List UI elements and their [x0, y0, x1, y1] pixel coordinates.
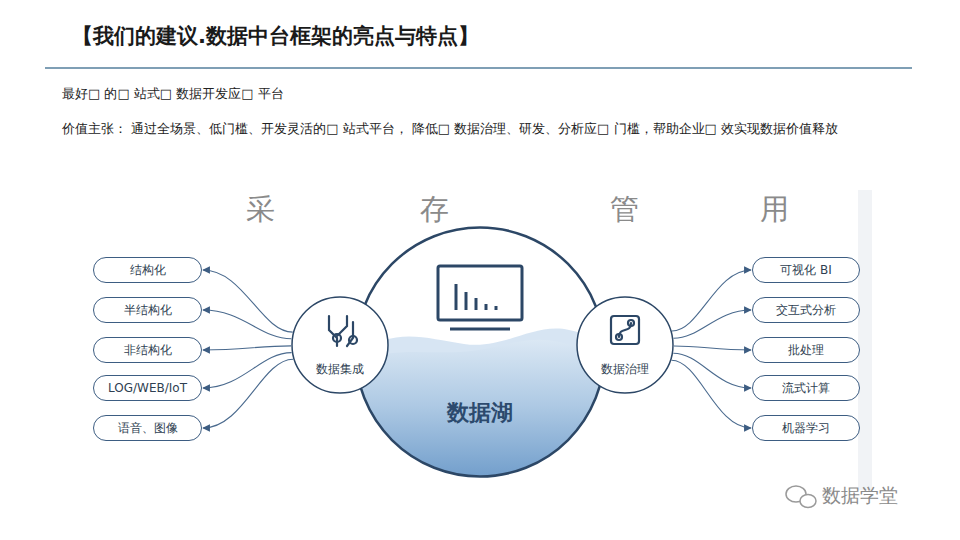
connector — [203, 359, 293, 428]
icon-dot — [333, 334, 341, 342]
bar — [455, 284, 458, 310]
node-text: 数据集成 — [316, 361, 364, 378]
value-text: 价值主张： 通过全场景、低门槛、开发灵活的□ 站式平台， 降低□ 数据治理、研发… — [62, 119, 862, 138]
circle-border — [356, 228, 605, 477]
connector — [674, 346, 751, 350]
circle-border — [577, 297, 673, 393]
connector — [674, 310, 752, 338]
icon-dot — [349, 336, 357, 344]
icon-dot — [628, 320, 634, 326]
circle-border — [292, 297, 388, 393]
bar — [485, 304, 488, 310]
stage-heading: 用 — [760, 190, 789, 230]
node-text: 半结构化 — [124, 302, 172, 319]
subtitle: 最好□ 的□ 站式□ 数据开发应□ 平台 — [62, 85, 284, 103]
bar — [465, 292, 468, 310]
title: 【我们的建议.数据中台框架的亮点与特点】 — [72, 22, 479, 50]
circle-icon — [611, 316, 639, 344]
usage-box: 机器学习 — [752, 415, 860, 441]
data-lake-circle: 数据湖 — [354, 226, 606, 478]
node-text: 批处理 — [788, 342, 824, 359]
governance-circle: 数据治理 — [576, 296, 674, 394]
water — [354, 329, 606, 478]
header-rule — [45, 67, 912, 69]
icon-frame — [611, 316, 639, 344]
connector — [672, 360, 752, 428]
monitor-icon — [438, 266, 522, 329]
stage-heading: 采 — [246, 190, 275, 230]
node-text: 非结构化 — [124, 342, 172, 359]
node-text: 数据湖 — [447, 398, 513, 428]
wave — [354, 340, 606, 478]
node-text: 机器学习 — [782, 420, 830, 437]
connector — [203, 310, 291, 339]
node-text: 可视化 BI — [780, 262, 832, 279]
integration-circle: 数据集成 — [291, 296, 389, 394]
usage-box: 批处理 — [752, 337, 860, 363]
side-shade — [858, 190, 872, 490]
circle-icon — [329, 316, 357, 346]
node-text: 交互式分析 — [776, 302, 836, 319]
node-text: LOG/WEB/IoT — [108, 381, 187, 395]
monitor-frame — [438, 266, 522, 320]
wechat-icon — [786, 486, 816, 508]
connector — [203, 353, 292, 388]
node-text: 结构化 — [130, 262, 166, 279]
usage-box: 可视化 BI — [752, 257, 860, 283]
connector — [673, 353, 751, 388]
circle-outline — [354, 226, 606, 478]
usage-box: 交互式分析 — [752, 297, 860, 323]
bar — [495, 306, 498, 310]
monitor-base — [450, 328, 510, 331]
node-text: 数据治理 — [601, 361, 649, 378]
source-box: LOG/WEB/IoT — [93, 375, 202, 401]
source-box: 非结构化 — [93, 337, 202, 363]
stage-heading: 管 — [610, 190, 639, 230]
watermark: 数据学堂 — [822, 483, 898, 509]
circle-outline — [576, 296, 674, 394]
source-box: 半结构化 — [93, 297, 202, 323]
node-text: 语音、图像 — [118, 420, 178, 437]
connector — [672, 270, 751, 331]
node-text: 流式计算 — [782, 380, 830, 397]
wave — [354, 329, 606, 478]
usage-box: 流式计算 — [752, 375, 860, 401]
icon-dot — [616, 334, 622, 340]
circle-outline — [291, 296, 389, 394]
stage-heading: 存 — [420, 190, 449, 230]
source-box: 语音、图像 — [93, 415, 202, 441]
bar — [475, 298, 478, 310]
connector — [203, 346, 291, 350]
source-box: 结构化 — [93, 257, 202, 283]
